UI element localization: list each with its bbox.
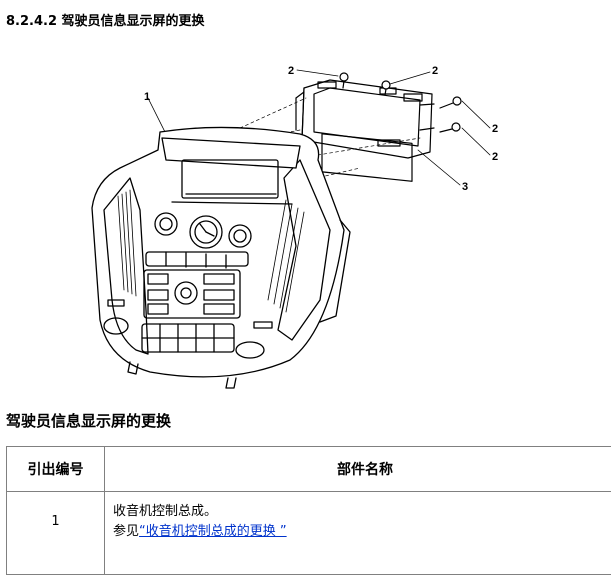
header-part-name: 部件名称 — [105, 447, 611, 492]
radio-control-replacement-link[interactable]: “收音机控制总成的更换 ” — [139, 524, 287, 539]
section-title: 驾驶员信息显示屏的更换 — [62, 14, 205, 29]
see-also-line: 参见“收音机控制总成的更换 ” — [113, 522, 611, 542]
callout-2-top-right: 2 — [432, 65, 438, 77]
see-also-prefix: 参见 — [113, 524, 139, 539]
callout-2-right-upper: 2 — [492, 123, 498, 135]
header-callout-number: 引出编号 — [7, 447, 105, 492]
row-part-description: 收音机控制总成。 参见“收音机控制总成的更换 ” — [105, 492, 611, 575]
callout-3: 3 — [462, 181, 468, 193]
part-name: 收音机控制总成。 — [113, 502, 611, 522]
table-header-row: 引出编号 部件名称 — [7, 447, 611, 492]
callout-1: 1 — [144, 91, 150, 103]
table-heading: 驾驶员信息显示屏的更换 — [6, 410, 171, 431]
callout-2-right-lower: 2 — [492, 151, 498, 163]
radio-control-assembly — [92, 127, 350, 388]
table-row: 1 收音机控制总成。 参见“收音机控制总成的更换 ” — [7, 492, 611, 575]
section-number: 8.2.4.2 — [6, 14, 57, 29]
parts-table: 引出编号 部件名称 1 收音机控制总成。 参见“收音机控制总成的更换 ” — [6, 446, 611, 575]
section-heading: 8.2.4.2 驾驶员信息显示屏的更换 — [6, 10, 205, 29]
row-callout-number: 1 — [7, 492, 105, 575]
callout-2-top-left: 2 — [288, 65, 294, 77]
exploded-view-diagram: 2 2 2 2 3 1 — [0, 40, 611, 395]
